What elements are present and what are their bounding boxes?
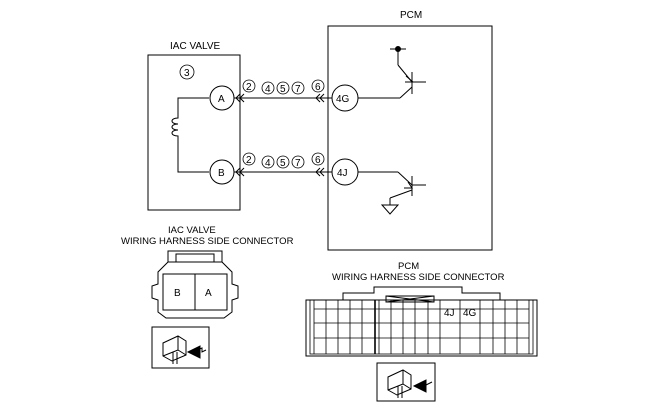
pcm-connector-pin-4g: 4G: [463, 308, 477, 319]
iac-terminal-a-label: A: [218, 94, 225, 105]
wire-b-note-6: 6: [315, 155, 321, 166]
iac-connector-pin-b: B: [174, 288, 181, 299]
connector-view-arrow-icon: [387, 369, 433, 398]
upper-transistor-icon: [358, 46, 426, 99]
note-circle-3: [179, 64, 195, 80]
wire-b-4j: 2 4 5 7 6: [234, 152, 332, 177]
note-number-3: 3: [184, 68, 190, 79]
wire-a-note-7: 7: [295, 84, 301, 95]
pcm-terminal-4j-label: 4J: [337, 168, 348, 179]
pcm-terminal-4g-label: 4G: [336, 94, 350, 105]
pcm-connector-pin-4j: 4J: [444, 308, 455, 319]
pcm-connector-title-2: WIRING HARNESS SIDE CONNECTOR: [332, 272, 505, 283]
pcm-box: [327, 25, 493, 251]
wire-a-note-2: 2: [246, 82, 252, 93]
iac-terminal-b-label: B: [218, 168, 225, 179]
pcm-connector-title-1: PCM: [398, 261, 419, 272]
iac-connector: IAC VALVE WIRING HARNESS SIDE CONNECTOR …: [121, 225, 294, 369]
iac-connector-outline: [151, 250, 239, 319]
pcm-connector-body: [305, 299, 538, 357]
wire-a-note-4: 4: [265, 84, 271, 95]
iac-connector-title-2: WIRING HARNESS SIDE CONNECTOR: [121, 236, 294, 247]
iac-valve-block: IAC VALVE 3 A B: [147, 41, 241, 211]
iac-valve-title: IAC VALVE: [170, 41, 221, 52]
pcm-connector: PCM WIRING HARNESS SIDE CONNECTOR: [305, 261, 538, 402]
lower-transistor-icon: [358, 171, 426, 215]
iac-valve-box: [147, 54, 241, 211]
wire-b-note-4: 4: [265, 158, 271, 169]
pcm-title: PCM: [400, 10, 422, 21]
pcm-view-icon-box: [376, 362, 436, 402]
iac-connector-pin-a: A: [205, 288, 212, 299]
connector-view-arrow-icon: [162, 335, 207, 364]
pcm-block: PCM 4G 4J: [327, 10, 493, 251]
iac-connector-title-1: IAC VALVE: [168, 225, 216, 236]
wire-a-4g: 2 4 5 7 6: [234, 79, 332, 103]
iac-view-icon-box: [151, 326, 210, 369]
wire-b-note-5: 5: [280, 158, 286, 169]
coil-icon: [171, 97, 209, 173]
wire-b-note-7: 7: [295, 158, 301, 169]
wire-a-note-5: 5: [280, 84, 286, 95]
wire-a-note-6: 6: [315, 82, 321, 93]
wire-b-note-2: 2: [246, 155, 252, 166]
